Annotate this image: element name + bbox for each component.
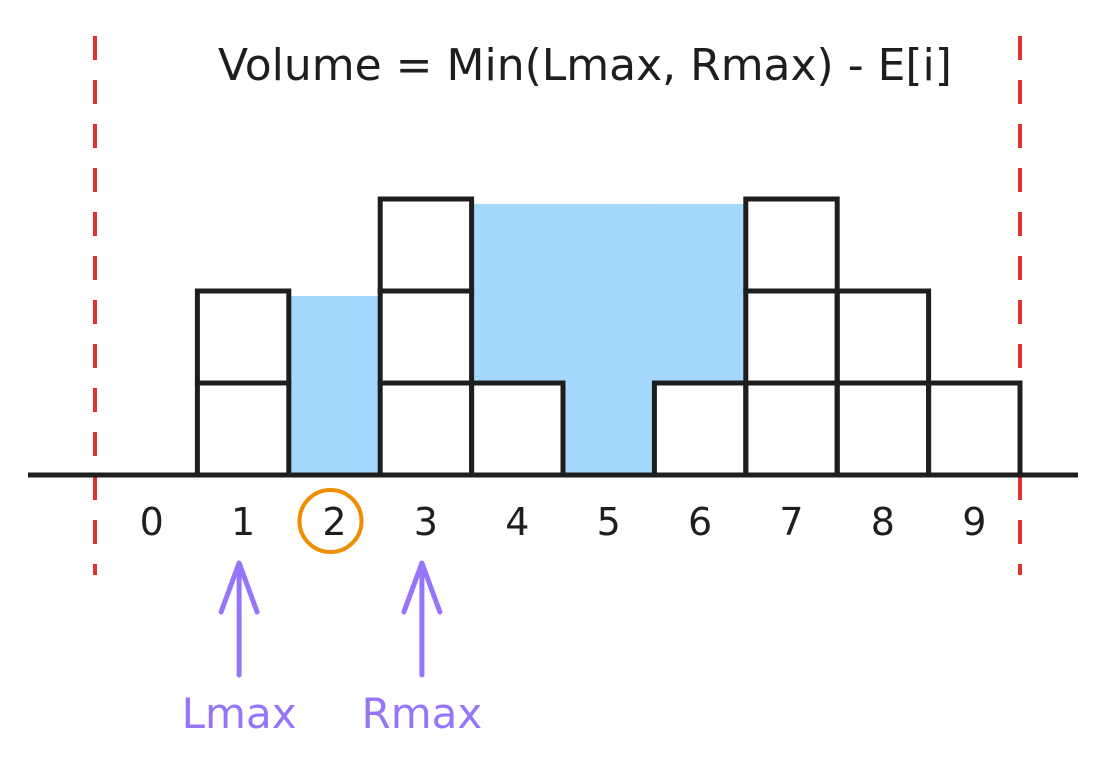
pointer-arrow-head-lmax (218, 560, 260, 615)
block-9-0 (926, 380, 1023, 478)
block-7-0 (743, 380, 840, 478)
index-label-2: 2 (322, 500, 346, 544)
block-3-2 (377, 196, 475, 294)
index-label-9: 9 (962, 500, 986, 544)
water-cell-5 (563, 204, 655, 475)
water-cell-2 (288, 296, 381, 475)
index-label-0: 0 (140, 500, 164, 544)
index-labels: 0 1 2 3 4 5 6 7 8 9 (140, 500, 987, 544)
block-1-0 (194, 380, 292, 478)
index-label-5: 5 (597, 500, 621, 544)
index-label-1: 1 (231, 500, 255, 544)
pointer-label-lmax: Lmax (182, 689, 297, 738)
block-6-0 (651, 380, 749, 478)
index-label-4: 4 (505, 500, 529, 544)
pointer-arrow-head-rmax (401, 560, 443, 615)
pointer-lmax: Lmax (182, 560, 297, 738)
water-cell-6 (654, 204, 746, 383)
pointer-layer: Lmax Rmax (182, 560, 483, 738)
formula-title: Volume = Min(Lmax, Rmax) - E[i] (218, 40, 952, 91)
block-3-0 (377, 380, 475, 478)
index-label-3: 3 (414, 500, 438, 544)
block-3-1 (377, 288, 475, 386)
index-label-8: 8 (871, 500, 895, 544)
block-7-1 (743, 288, 840, 386)
block-7-2 (743, 196, 840, 294)
highlight-circle (297, 488, 364, 554)
index-label-7: 7 (779, 500, 803, 544)
block-8-1 (834, 288, 932, 386)
pointer-rmax: Rmax (362, 560, 483, 738)
block-8-0 (834, 380, 932, 478)
pointer-label-rmax: Rmax (362, 689, 483, 738)
index-label-6: 6 (688, 500, 712, 544)
water-layer (288, 204, 746, 475)
block-4-0 (469, 380, 566, 478)
water-cell-4 (471, 204, 563, 383)
block-1-1 (194, 288, 292, 386)
